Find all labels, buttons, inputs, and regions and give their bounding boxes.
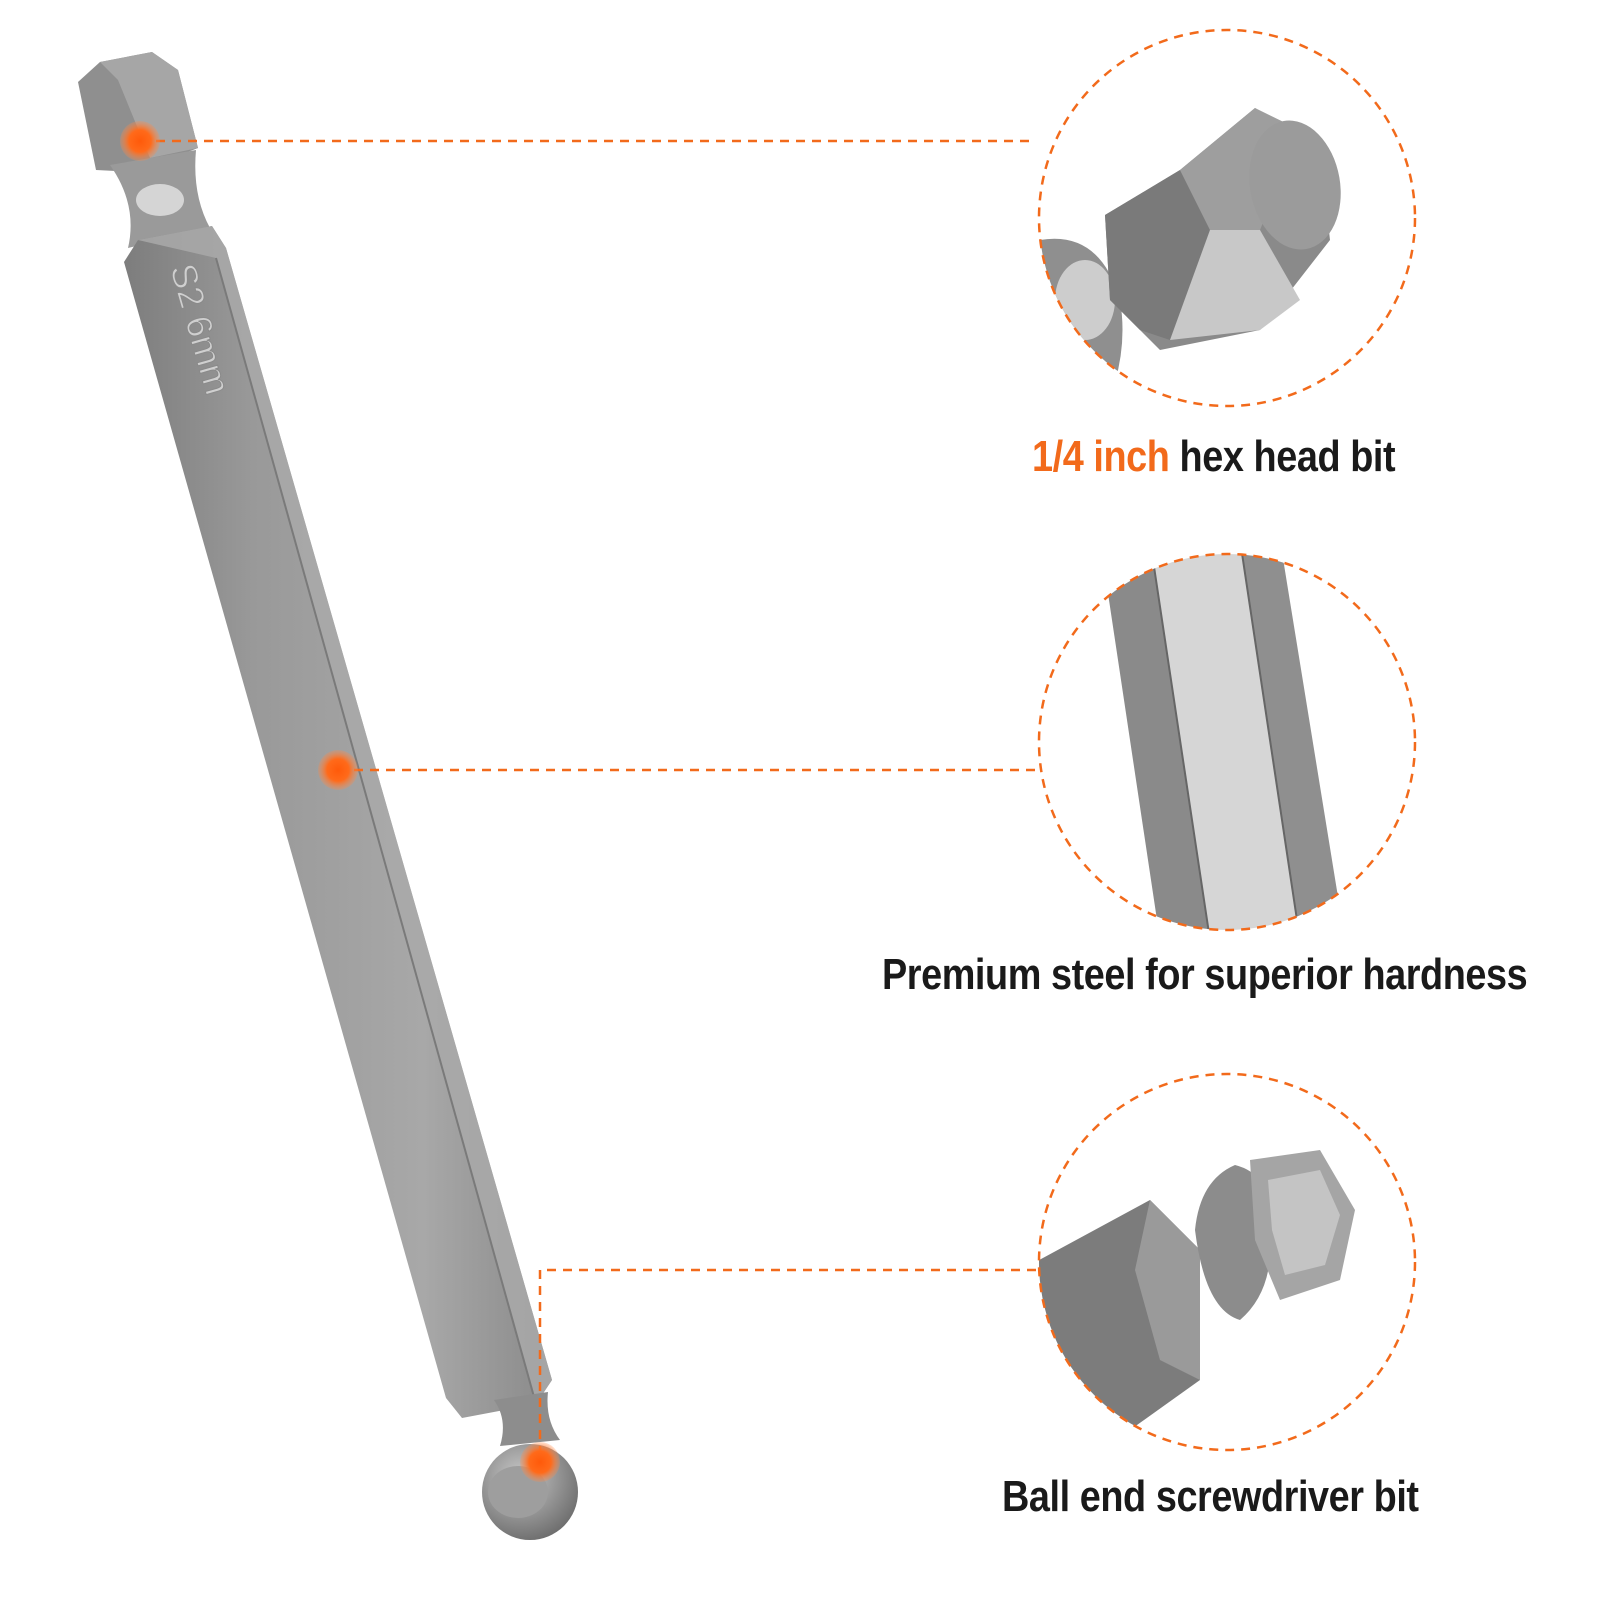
leader-lines [140, 139, 1040, 1455]
ball-neck [494, 1392, 560, 1446]
caption-highlight: 1/4 inch [1032, 432, 1170, 481]
marker-dot-ball [520, 1442, 560, 1482]
caption-text: hex head bit [1169, 432, 1396, 481]
zoom-ball-end [1037, 1072, 1417, 1452]
caption-text: Ball end screwdriver bit [1002, 1472, 1419, 1521]
leader-line-ball [538, 1268, 1040, 1455]
screwdriver-bit [78, 52, 578, 1540]
shaft-edge [215, 257, 537, 1405]
caption-steel: Premium steel for superior hardness [882, 950, 1528, 1000]
zoom-shaft [1037, 552, 1417, 932]
zoom-hex-head [1037, 28, 1417, 408]
caption-text: Premium steel for superior hardness [882, 950, 1528, 999]
shaft-facet [138, 226, 552, 1404]
hex-shaft [124, 226, 552, 1418]
marker-dot-shaft [318, 750, 358, 790]
hex-head-face [100, 52, 198, 158]
caption-ball-end: Ball end screwdriver bit [1002, 1472, 1419, 1522]
neck-highlight [136, 184, 184, 216]
caption-hex-head: 1/4 inch hex head bit [1032, 432, 1396, 482]
marker-dot-head [120, 121, 160, 161]
